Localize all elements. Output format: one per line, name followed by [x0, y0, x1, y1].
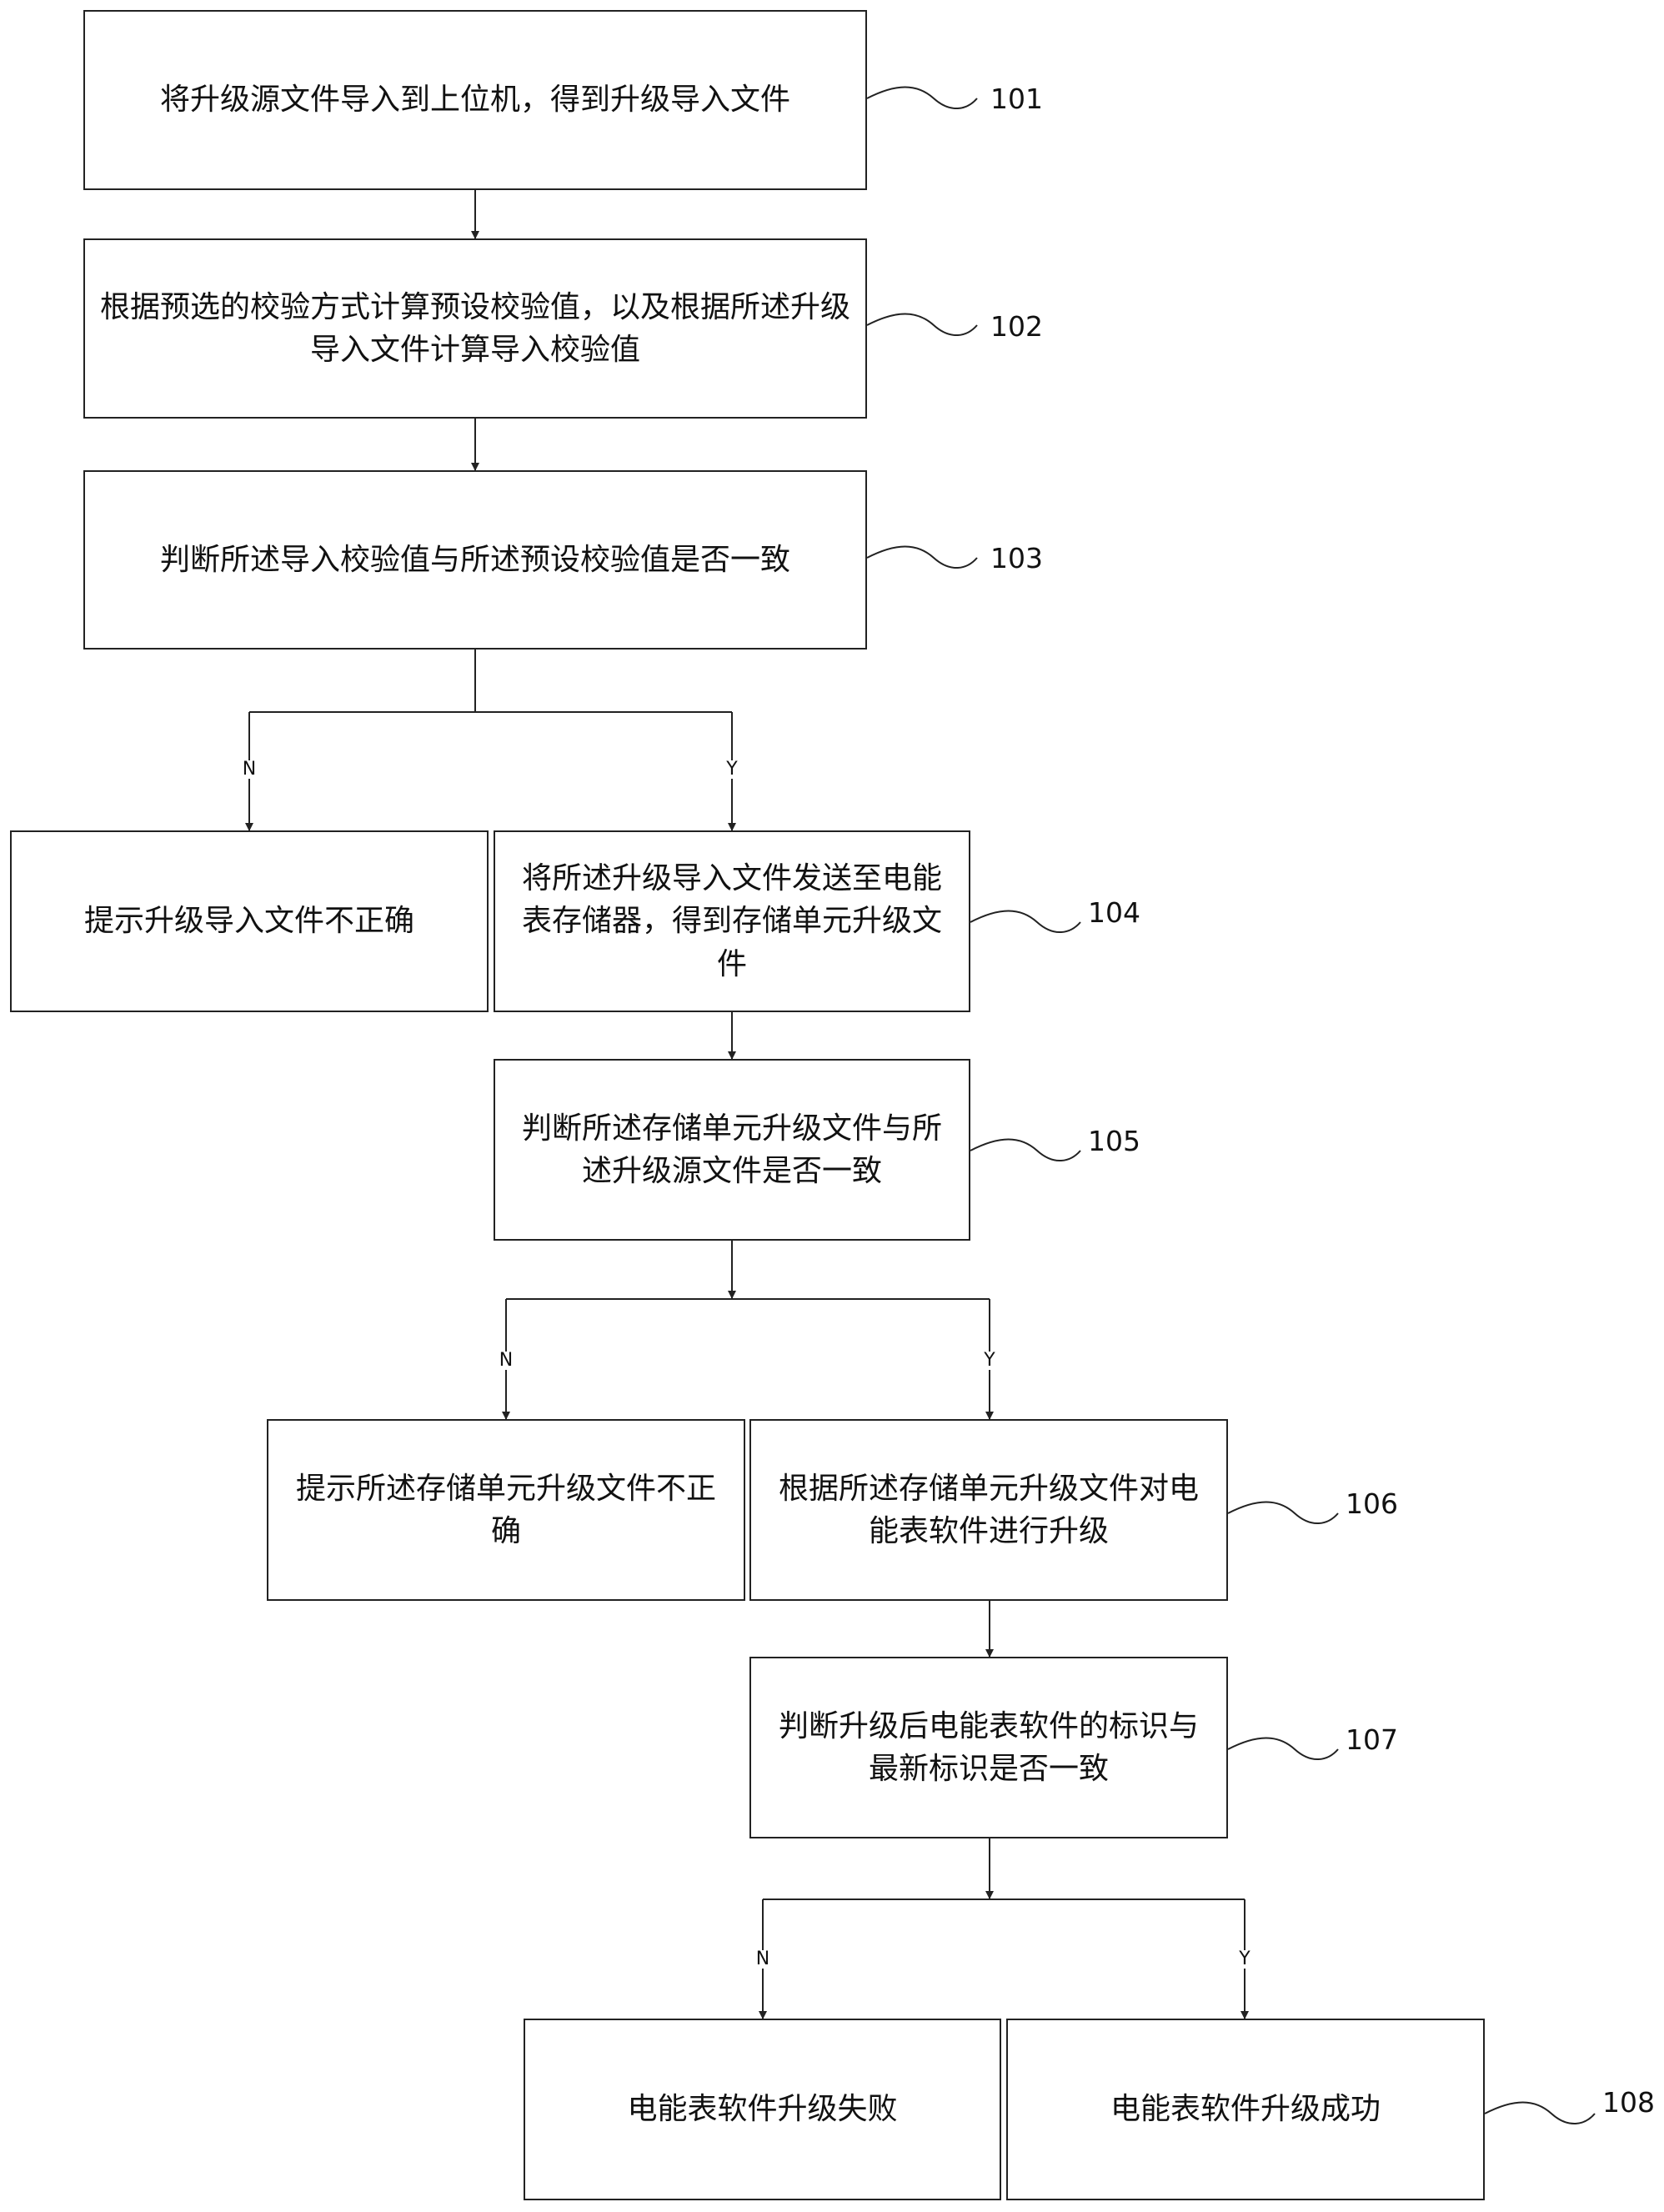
ref-104: 104: [1088, 896, 1140, 929]
leader-101: [866, 86, 978, 110]
step-102-box: 根据预选的校验方式计算预设校验值，以及根据所述升级导入文件计算导入校验值: [83, 238, 867, 419]
step-101-text: 将升级源文件导入到上位机，得到升级导入文件: [159, 83, 790, 118]
leader-107: [1227, 1737, 1339, 1761]
leader-104: [970, 910, 1081, 934]
ref-108: 108: [1602, 2086, 1655, 2119]
leader-103: [866, 545, 978, 569]
leader-102: [866, 313, 978, 337]
step-106-text: 根据所述存储单元升级文件对电能表软件进行升级: [778, 1471, 1199, 1548]
step-108-fail-text: 电能表软件升级失败: [627, 2092, 898, 2127]
branch-no-105: N: [489, 1352, 523, 1370]
step-105-box: 判断所述存储单元升级文件与所述升级源文件是否一致: [494, 1059, 970, 1241]
branch-yes-105: Y: [973, 1352, 1006, 1370]
step-107-box: 判断升级后电能表软件的标识与最新标识是否一致: [749, 1657, 1228, 1838]
ref-106: 106: [1346, 1487, 1398, 1520]
ref-103: 103: [990, 542, 1043, 574]
step-105-text: 判断所述存储单元升级文件与所述升级源文件是否一致: [521, 1111, 942, 1188]
ref-107: 107: [1346, 1723, 1398, 1756]
branch-yes-107: Y: [1228, 1950, 1261, 1969]
step-104-box: 将所述升级导入文件发送至电能表存储器，得到存储单元升级文件: [494, 830, 970, 1012]
leader-105: [970, 1138, 1081, 1162]
step-103-no-text: 提示升级导入文件不正确: [83, 904, 414, 939]
ref-101: 101: [990, 83, 1043, 115]
step-105-no-text: 提示所述存储单元升级文件不正确: [295, 1471, 716, 1548]
leader-108: [1484, 2101, 1596, 2125]
step-108-success-box: 电能表软件升级成功: [1006, 2019, 1485, 2200]
step-103-no-box: 提示升级导入文件不正确: [10, 830, 489, 1012]
step-108-success-text: 电能表软件升级成功: [1110, 2092, 1381, 2127]
ref-102: 102: [990, 310, 1043, 343]
branch-no-103: N: [233, 760, 266, 779]
leader-106: [1227, 1501, 1339, 1525]
step-103-box: 判断所述导入校验值与所述预设校验值是否一致: [83, 470, 867, 650]
branch-yes-103: Y: [715, 760, 749, 779]
step-104-text: 将所述升级导入文件发送至电能表存储器，得到存储单元升级文件: [521, 861, 942, 981]
step-108-fail-box: 电能表软件升级失败: [524, 2019, 1001, 2200]
step-105-no-box: 提示所述存储单元升级文件不正确: [267, 1419, 745, 1601]
step-106-box: 根据所述存储单元升级文件对电能表软件进行升级: [749, 1419, 1228, 1601]
branch-no-107: N: [746, 1950, 779, 1969]
step-102-text: 根据预选的校验方式计算预设校验值，以及根据所述升级导入文件计算导入校验值: [100, 289, 851, 367]
step-107-text: 判断升级后电能表软件的标识与最新标识是否一致: [778, 1708, 1199, 1786]
step-101-box: 将升级源文件导入到上位机，得到升级导入文件: [83, 10, 867, 190]
ref-105: 105: [1088, 1125, 1140, 1157]
step-103-text: 判断所述导入校验值与所述预设校验值是否一致: [159, 542, 790, 577]
